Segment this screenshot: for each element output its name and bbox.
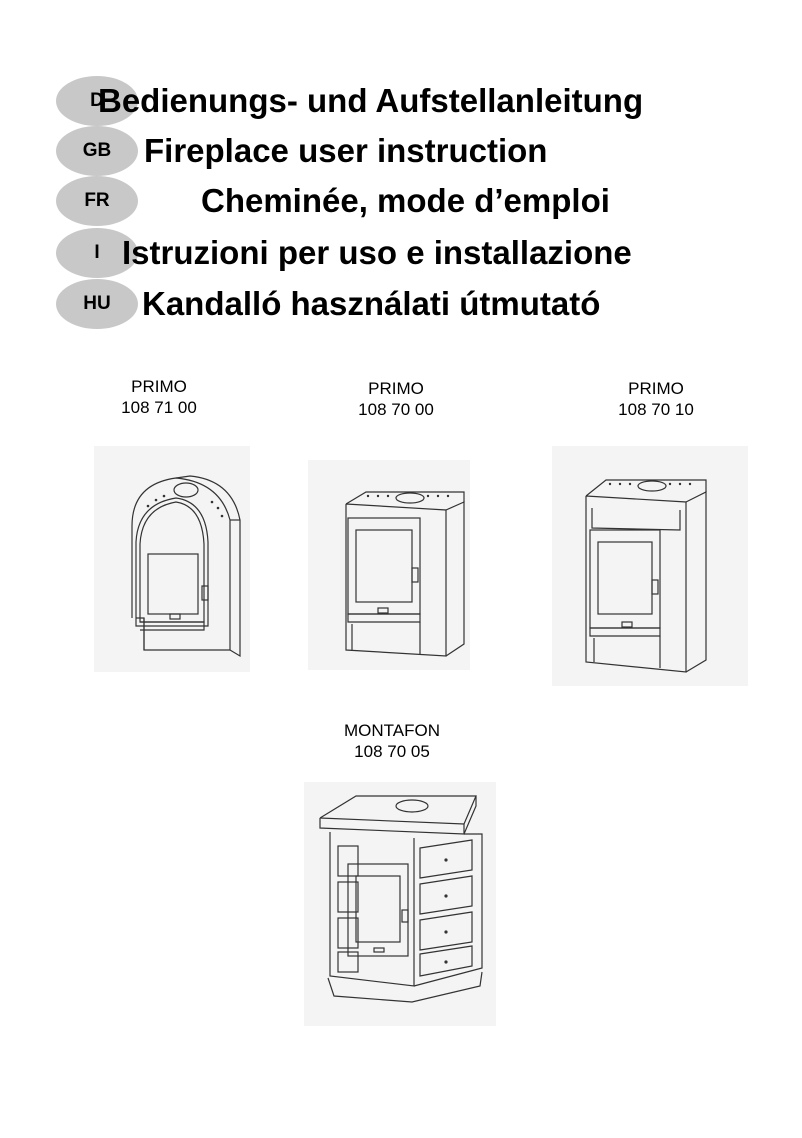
language-badge: FR [56, 176, 138, 226]
language-badge: HU [56, 279, 138, 329]
model-number: 108 70 05 [354, 742, 430, 761]
model-caption-primo-1087000: PRIMO 108 70 00 [296, 378, 496, 420]
language-row-gb: GB Fireplace user instruction [0, 126, 802, 176]
model-number: 108 70 10 [618, 400, 694, 419]
manual-title: Istruzioni per uso e installazione [122, 234, 632, 271]
manual-title: Bedienungs- und Aufstellanleitung [98, 82, 644, 119]
language-row-hu: HU Kandalló használati útmutató [0, 279, 802, 329]
language-row-d: D Bedienungs- und Aufstellanleitung [0, 76, 802, 126]
model-number: 108 71 00 [121, 398, 197, 417]
model-caption-primo-1087010: PRIMO 108 70 10 [556, 378, 756, 420]
model-name: MONTAFON [343, 721, 440, 740]
manual-title: Cheminée, mode d’emploi [201, 182, 610, 219]
model-caption-montafon-1087005: MONTAFON 108 70 05 [292, 720, 492, 762]
language-row-i: I Istruzioni per uso e installazione [0, 228, 802, 278]
stove-with-open-base-illustration [308, 460, 470, 670]
tiled-stove-with-drawers-illustration [304, 782, 496, 1026]
model-name: PRIMO [368, 379, 424, 398]
stove-with-top-and-base-niche-illustration [552, 446, 748, 686]
manual-title: Kandalló használati útmutató [142, 285, 601, 322]
language-row-fr: FR Cheminée, mode d’emploi [0, 176, 802, 226]
language-badge: I [56, 228, 138, 278]
manual-title: Fireplace user instruction [144, 132, 548, 169]
model-name: PRIMO [628, 379, 684, 398]
model-name: PRIMO [131, 377, 187, 396]
language-badge: D [56, 76, 138, 126]
language-badge: GB [56, 126, 138, 176]
model-caption-primo-1087100: PRIMO 108 71 00 [59, 376, 259, 418]
arched-stove-illustration [94, 446, 250, 672]
model-number: 108 70 00 [358, 400, 434, 419]
